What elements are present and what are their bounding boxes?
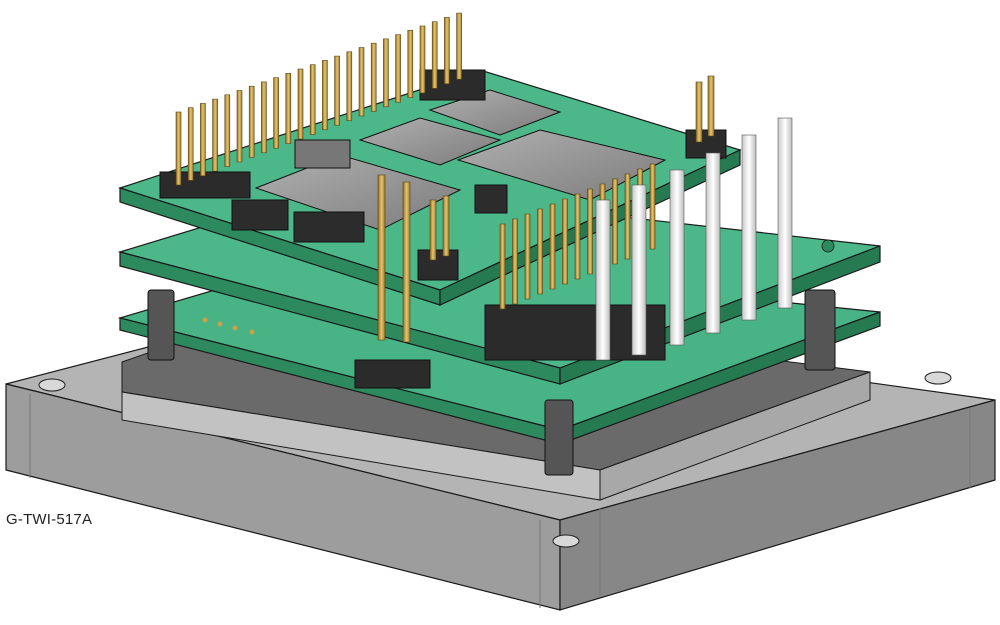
pin bbox=[537, 208, 543, 295]
gold-pins-center bbox=[377, 75, 715, 343]
pin bbox=[395, 34, 401, 103]
pin bbox=[285, 73, 292, 144]
pin bbox=[273, 77, 279, 149]
pin bbox=[407, 29, 414, 98]
pin bbox=[587, 188, 593, 275]
pin-headers bbox=[159, 69, 727, 281]
pin bbox=[512, 218, 518, 305]
pin bbox=[631, 184, 647, 356]
pin bbox=[649, 163, 656, 250]
pin bbox=[419, 25, 426, 94]
gold-pins-row bbox=[175, 12, 462, 186]
pin bbox=[444, 17, 450, 85]
mounting-hole-icon bbox=[38, 378, 66, 392]
white-pins-row bbox=[595, 117, 793, 361]
pin bbox=[224, 94, 231, 167]
pin bbox=[705, 152, 721, 334]
pin bbox=[309, 64, 316, 135]
pin bbox=[322, 60, 328, 131]
pin bbox=[456, 12, 462, 80]
pin bbox=[612, 178, 618, 265]
base-plate-front-right bbox=[559, 399, 996, 611]
ic-chip bbox=[358, 117, 502, 166]
pin bbox=[431, 21, 438, 89]
connector-header bbox=[159, 171, 251, 199]
pin bbox=[562, 198, 568, 285]
pin bbox=[383, 38, 389, 108]
pin bbox=[574, 193, 581, 280]
pin bbox=[187, 107, 194, 181]
pin bbox=[297, 68, 304, 140]
mounting-hole-icon bbox=[924, 371, 952, 385]
pin bbox=[624, 173, 631, 260]
pin bbox=[236, 90, 243, 163]
pin bbox=[549, 203, 556, 290]
ic-chip bbox=[474, 184, 508, 214]
connector-header bbox=[417, 249, 459, 281]
ic-chips bbox=[231, 89, 667, 243]
ic-chip bbox=[293, 211, 365, 243]
pin bbox=[595, 199, 611, 361]
pin bbox=[524, 213, 531, 300]
pin bbox=[334, 55, 340, 126]
connector-header bbox=[354, 359, 431, 389]
mounting-hole-icon bbox=[552, 534, 580, 548]
pin bbox=[777, 117, 793, 309]
connector-header bbox=[419, 69, 486, 101]
ic-chip bbox=[294, 139, 351, 169]
pin bbox=[212, 98, 218, 172]
pin bbox=[248, 85, 255, 158]
pin bbox=[200, 103, 206, 177]
pin bbox=[370, 42, 377, 112]
pin bbox=[669, 169, 685, 346]
figure-label: G-TWI-517A bbox=[6, 511, 93, 528]
standoff-spacers bbox=[147, 289, 836, 476]
pin bbox=[261, 81, 267, 154]
pin bbox=[175, 111, 182, 186]
pin bbox=[741, 134, 757, 321]
pin bbox=[346, 51, 353, 121]
ic-chip bbox=[231, 199, 289, 231]
pin bbox=[499, 223, 506, 310]
pin bbox=[358, 47, 365, 117]
